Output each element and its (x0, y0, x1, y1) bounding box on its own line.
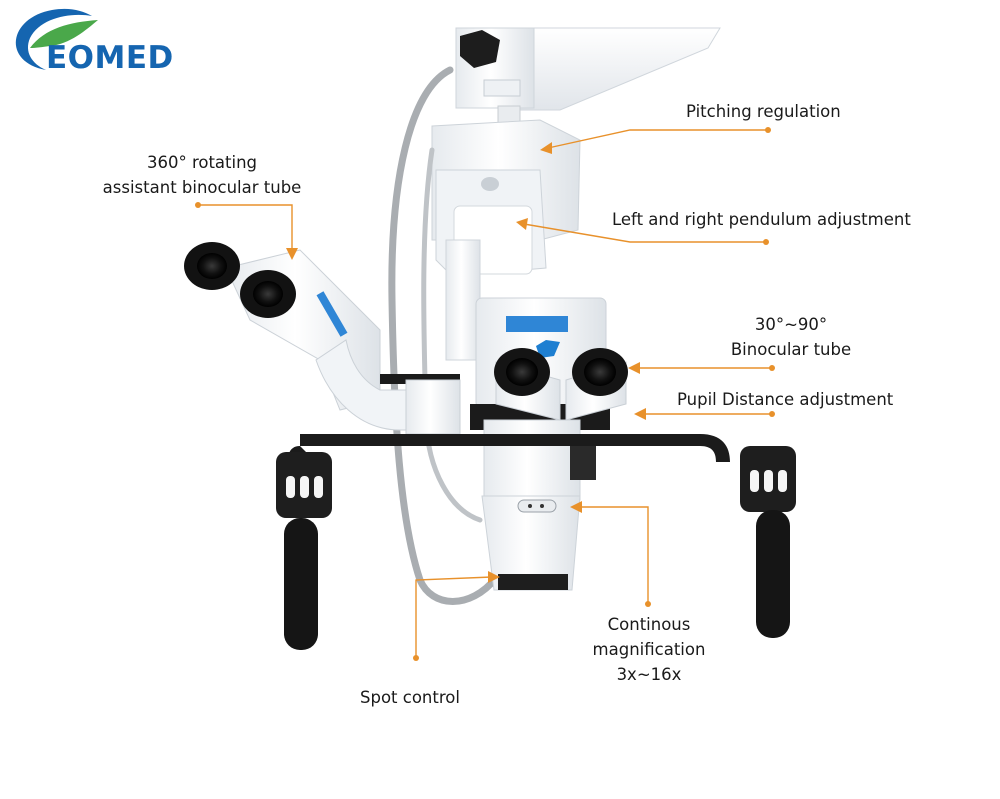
callout-binocular-tube: 30°~90° Binocular tube (708, 312, 874, 362)
callout-magnification-line2: magnification (592, 640, 706, 659)
main-eyepieces (494, 348, 628, 421)
callout-pendulum-adjustment: Left and right pendulum adjustment (612, 210, 911, 229)
callout-pupil-distance: Pupil Distance adjustment (677, 390, 894, 409)
callout-magnification-line3: 3x~16x (616, 665, 682, 684)
handle-bar (276, 434, 796, 650)
callout-binocular-line2: Binocular tube (730, 340, 852, 359)
logo-mark (15, 8, 98, 70)
callout-binocular-line1: 30°~90° (754, 315, 828, 334)
callout-magnification-line1: Continous (607, 615, 691, 634)
callout-magnification: Continous magnification 3x~16x (572, 612, 726, 687)
callout-rotating-line1: 360° rotating (146, 153, 258, 172)
assistant-binocular-tube (184, 242, 461, 435)
callout-pitching-regulation: Pitching regulation (686, 102, 841, 121)
callout-spot-control: Spot control (360, 688, 460, 707)
brand-name: EOMED (46, 40, 174, 76)
callout-rotating-tube: 360° rotating assistant binocular tube (82, 150, 322, 200)
callout-rotating-line2: assistant binocular tube (102, 178, 302, 197)
leader-lines (198, 129, 772, 658)
